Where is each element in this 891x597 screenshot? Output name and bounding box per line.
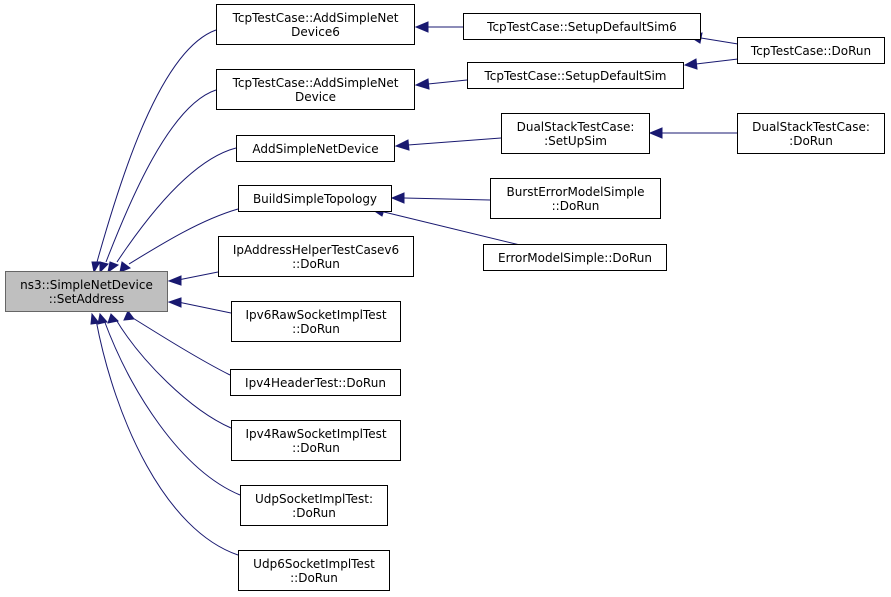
node-tcp-setup6[interactable]: TcpTestCase::SetupDefaultSim6 (463, 13, 701, 40)
node-burst[interactable]: BurstErrorModelSimple::DoRun (490, 178, 661, 219)
arrowhead-root-4 (119, 261, 132, 273)
node-ipv4-raw-line2: ::DoRun (292, 440, 340, 455)
edge-ipv6-raw-to-root (177, 301, 232, 314)
node-tcp-add-line1: TcpTestCase::AddSimpleNet (232, 75, 399, 90)
node-dual-dorun[interactable]: DualStackTestCase::DoRun (737, 113, 885, 154)
arrowhead-root-8 (107, 313, 120, 324)
edge-err-model-to-build-topo (383, 211, 521, 246)
arrowhead-root-7 (123, 310, 135, 321)
edge-ipv4-header-to-root (127, 314, 231, 376)
node-tcp-dorun[interactable]: TcpTestCase::DoRun (737, 37, 885, 64)
node-root: ns3::SimpleNetDevice::SetAddress (5, 271, 168, 312)
node-tcp-setup-label: TcpTestCase::SetupDefaultSim (484, 68, 667, 83)
arrowhead-root-3 (107, 261, 120, 274)
node-udp-sock[interactable]: UdpSocketImplTest::DoRun (240, 485, 388, 526)
arrowhead-root-6 (167, 297, 182, 308)
node-ipv4-header[interactable]: Ipv4HeaderTest::DoRun (230, 369, 401, 396)
edge-ip-helper-to-root (177, 271, 219, 281)
arrowhead-tcp-add6 (414, 21, 429, 33)
edge-build-topo-to-root (128, 208, 239, 265)
node-ipv4-header-label: Ipv4HeaderTest::DoRun (245, 375, 386, 390)
edge-udp-sock-to-root (103, 319, 241, 496)
node-err-model[interactable]: ErrorModelSimple::DoRun (483, 244, 667, 271)
node-udp-sock-line2: :DoRun (292, 505, 336, 520)
arrowhead-build-topo-1 (390, 192, 405, 204)
node-burst-line1: BurstErrorModelSimple (506, 184, 645, 199)
edge-tcp-dorun-to-tcp-setup (695, 58, 739, 65)
node-tcp-setup[interactable]: TcpTestCase::SetupDefaultSim (467, 62, 684, 89)
node-ipv4-raw[interactable]: Ipv4RawSocketImplTest::DoRun (231, 420, 401, 461)
node-build-topo-label: BuildSimpleTopology (252, 191, 378, 206)
edge-tcp-add6-to-root (96, 29, 217, 263)
node-dual-dorun-line1: DualStackTestCase: (752, 119, 870, 134)
node-add-simple-label: AddSimpleNetDevice (252, 141, 379, 156)
node-tcp-add-line2: Device (294, 89, 337, 104)
node-add-simple[interactable]: AddSimpleNetDevice (236, 135, 395, 162)
node-ip-helper[interactable]: IpAddressHelperTestCasev6::DoRun (218, 236, 414, 277)
arrowhead-tcp-setup (683, 58, 698, 70)
edge-burst-to-build-topo (403, 197, 491, 201)
node-tcp-dorun-label: TcpTestCase::DoRun (750, 43, 872, 58)
node-burst-line2: ::DoRun (551, 198, 600, 213)
arrowhead-root-10 (90, 312, 100, 325)
edge-add-simple-to-root (116, 147, 237, 263)
node-dual-setup[interactable]: DualStackTestCase::SetUpSim (501, 113, 650, 154)
node-root-line1: ns3::SimpleNetDevice (20, 277, 153, 292)
node-ip-helper-line1: IpAddressHelperTestCasev6 (232, 242, 400, 257)
arrowhead-add-simple (394, 139, 410, 151)
node-ipv6-raw[interactable]: Ipv6RawSocketImplTest::DoRun (231, 301, 401, 342)
arrowhead-root-5 (167, 275, 182, 286)
node-udp6-sock-line2: ::DoRun (290, 570, 338, 585)
node-tcp-add6-line1: TcpTestCase::AddSimpleNet (232, 10, 399, 25)
node-ip-helper-line2: ::DoRun (292, 256, 340, 271)
node-err-model-label: ErrorModelSimple::DoRun (498, 250, 652, 265)
arrowhead-tcp-add (414, 78, 430, 90)
edge-tcp-setup-to-tcp-add (427, 79, 468, 85)
node-root-line2: ::SetAddress (48, 291, 125, 306)
edge-tcp-dorun-to-tcp-setup6 (700, 37, 739, 45)
node-build-topo[interactable]: BuildSimpleTopology (238, 185, 392, 212)
node-dual-setup-line1: DualStackTestCase: (516, 119, 635, 134)
edge-dual-setup-to-add-simple (407, 137, 502, 146)
edge-ipv4-raw-to-root (114, 317, 232, 429)
node-ipv6-raw-line2: ::DoRun (292, 321, 340, 336)
node-udp6-sock-line1: Udp6SocketImplTest (253, 556, 375, 571)
arrowhead-dual-setup (648, 127, 663, 139)
arrowhead-root-1 (91, 261, 101, 274)
edge-udp6-sock-to-root (95, 319, 239, 556)
node-udp-sock-line1: UdpSocketImplTest: (254, 491, 374, 506)
node-udp6-sock[interactable]: Udp6SocketImplTest::DoRun (238, 550, 390, 591)
node-tcp-setup6-label: TcpTestCase::SetupDefaultSim6 (487, 19, 677, 34)
node-tcp-add6-line2: Device6 (291, 24, 340, 39)
edge-tcp-add-to-root (105, 89, 217, 263)
arrowhead-root-2 (99, 261, 109, 274)
arrowhead-root-9 (97, 312, 108, 325)
node-dual-dorun-line2: :DoRun (789, 133, 833, 148)
node-ipv4-raw-line1: Ipv4RawSocketImplTest (245, 426, 387, 441)
node-ipv6-raw-line1: Ipv6RawSocketImplTest (245, 307, 387, 322)
node-dual-setup-line2: :SetUpSim (544, 133, 607, 148)
